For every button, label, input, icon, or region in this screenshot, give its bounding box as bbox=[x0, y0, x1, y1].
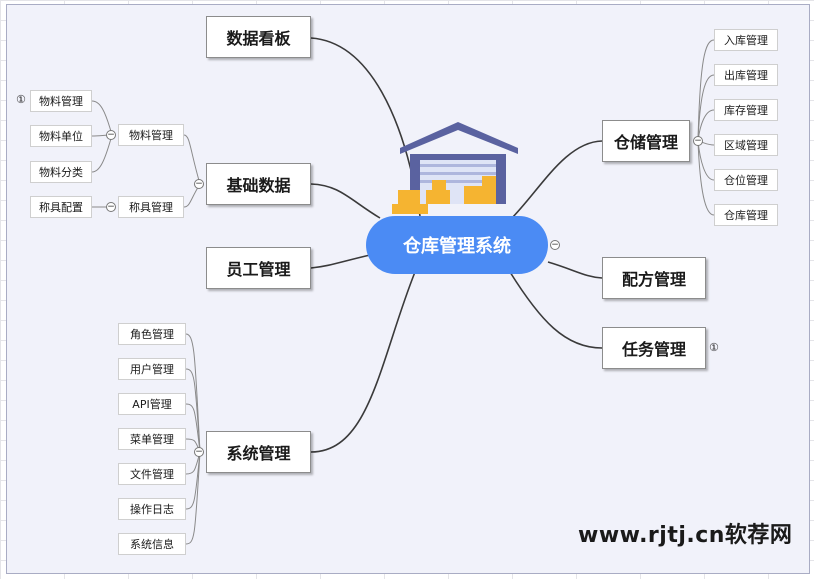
node-inbound-manage[interactable]: 入库管理 bbox=[714, 29, 778, 51]
central-topic[interactable]: 仓库管理系统 bbox=[366, 216, 548, 274]
warehouse-icon bbox=[392, 122, 518, 214]
watermark-text: www.rjtj.cn软荐网 bbox=[578, 523, 793, 548]
node-outbound-manage[interactable]: 出库管理 bbox=[714, 64, 778, 86]
node-material-unit[interactable]: 物料单位 bbox=[30, 125, 92, 147]
collapse-toggle-basic-data[interactable]: − bbox=[194, 179, 204, 189]
node-scale-config[interactable]: 称具配置 bbox=[30, 196, 92, 218]
node-role-manage[interactable]: 角色管理 bbox=[118, 323, 186, 345]
node-basic-data[interactable]: 基础数据 bbox=[206, 163, 311, 205]
node-file-manage[interactable]: 文件管理 bbox=[118, 463, 186, 485]
node-task[interactable]: 任务管理 bbox=[602, 327, 706, 369]
node-warehouse-storage[interactable]: 仓储管理 bbox=[602, 120, 690, 162]
node-warehouse-manage[interactable]: 仓库管理 bbox=[714, 204, 778, 226]
node-api-manage[interactable]: API管理 bbox=[118, 393, 186, 415]
collapse-toggle-system[interactable]: − bbox=[194, 447, 204, 457]
node-operation-log[interactable]: 操作日志 bbox=[118, 498, 186, 520]
collapse-toggle-materials[interactable]: − bbox=[106, 130, 116, 140]
node-staff[interactable]: 员工管理 bbox=[206, 247, 311, 289]
node-material-manage[interactable]: 物料管理 bbox=[30, 90, 92, 112]
node-system-info[interactable]: 系统信息 bbox=[118, 533, 186, 555]
node-material-category[interactable]: 物料分类 bbox=[30, 161, 92, 183]
node-formula[interactable]: 配方管理 bbox=[602, 257, 706, 299]
attachment-badge-task[interactable]: ① bbox=[709, 341, 719, 354]
node-materials-group[interactable]: 物料管理 bbox=[118, 124, 184, 146]
node-dashboard[interactable]: 数据看板 bbox=[206, 16, 311, 58]
attachment-badge[interactable]: ① bbox=[16, 93, 26, 106]
collapse-toggle-center[interactable]: − bbox=[550, 240, 560, 250]
node-menu-manage[interactable]: 菜单管理 bbox=[118, 428, 186, 450]
node-zone-manage[interactable]: 区域管理 bbox=[714, 134, 778, 156]
node-scale-group[interactable]: 称具管理 bbox=[118, 196, 184, 218]
node-inventory-manage[interactable]: 库存管理 bbox=[714, 99, 778, 121]
node-system[interactable]: 系统管理 bbox=[206, 431, 311, 473]
collapse-toggle-warehouse[interactable]: − bbox=[693, 136, 703, 146]
node-location-manage[interactable]: 仓位管理 bbox=[714, 169, 778, 191]
collapse-toggle-scale[interactable]: − bbox=[106, 202, 116, 212]
node-user-manage[interactable]: 用户管理 bbox=[118, 358, 186, 380]
